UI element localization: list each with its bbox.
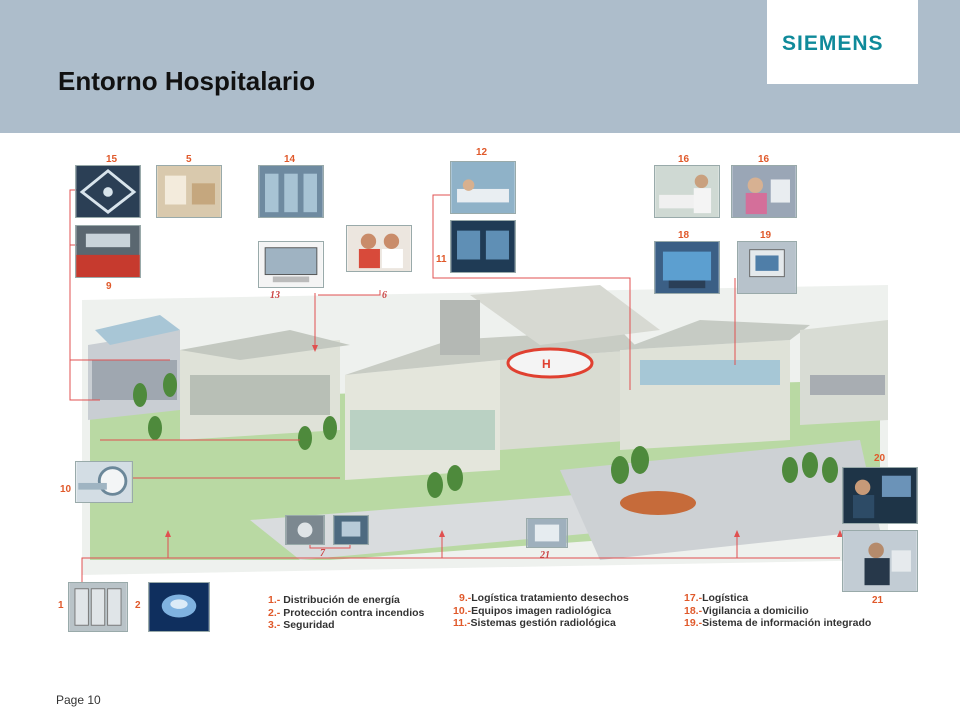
callout-6: 6 bbox=[382, 290, 387, 301]
legend-column-3: 17.-Logística 18.-Vigilancia a domicilio… bbox=[684, 592, 871, 630]
callout-15: 16 bbox=[678, 154, 690, 165]
thumb-logistics bbox=[654, 241, 720, 294]
legend-item: 10.-Equipos imagen radiológica bbox=[453, 604, 612, 617]
building-right bbox=[620, 320, 810, 450]
thumb-office-worker bbox=[842, 530, 918, 592]
thumb-energy-cabinet bbox=[68, 582, 128, 632]
flower-bed bbox=[620, 491, 696, 515]
thumb-room bbox=[156, 165, 222, 218]
thumb-patient-care bbox=[654, 165, 720, 218]
legend-item: 17.-Logística bbox=[684, 592, 749, 604]
helipad bbox=[506, 347, 594, 379]
callout-1: 1 bbox=[58, 600, 64, 611]
callout-14: 14 bbox=[284, 154, 296, 165]
callout-20: 21 bbox=[872, 595, 884, 606]
thumb-home-care bbox=[731, 165, 797, 218]
thumb-fire-detector bbox=[148, 582, 210, 632]
page-number: Page 10 bbox=[56, 693, 101, 707]
building-main: H bbox=[345, 285, 660, 480]
thumb-lobby bbox=[75, 225, 141, 278]
thumb-patient-bed bbox=[450, 161, 516, 214]
callout-16: 16 bbox=[758, 154, 770, 165]
callout-19: 20 bbox=[874, 453, 886, 464]
legend-item: 18.-Vigilancia a domicilio bbox=[684, 604, 809, 617]
thumb-terminal bbox=[258, 241, 324, 288]
thumb-access-control bbox=[333, 515, 369, 545]
callout-7: 7 bbox=[320, 548, 325, 559]
building-center-left bbox=[180, 330, 350, 440]
callout-17: 18 bbox=[678, 230, 690, 241]
page-title: Entorno Hospitalario bbox=[58, 66, 316, 96]
thumb-building-control bbox=[75, 165, 141, 218]
legend-column-1: 1.- Distribución de energía 2.- Protecci… bbox=[268, 594, 424, 632]
thumb-home-monitoring bbox=[737, 241, 797, 294]
building-left bbox=[88, 315, 180, 420]
trees bbox=[133, 373, 838, 498]
callout-12: 12 bbox=[476, 147, 488, 158]
arrow-heads bbox=[165, 345, 843, 537]
legend-column-2: 9.-Logística tratamiento desechos 10.-Eq… bbox=[453, 592, 629, 630]
legend-item: 2.- Protección contra incendios bbox=[268, 606, 425, 619]
legend-item: 3.- Seguridad bbox=[268, 619, 335, 631]
logo-panel bbox=[767, 0, 918, 84]
callout-5: 5 bbox=[186, 154, 192, 165]
callout-2: 2 bbox=[135, 600, 141, 611]
callout-8: 15 bbox=[106, 154, 118, 165]
legend-item: 9.-Logística tratamiento desechos bbox=[459, 592, 629, 604]
thumb-imaging-screens bbox=[450, 220, 516, 273]
siemens-logo: SIEMENS bbox=[782, 32, 884, 55]
legend-item: 11.-Sistemas gestión radiológica bbox=[453, 617, 616, 629]
thumb-staff bbox=[346, 225, 412, 272]
legend-item: 19.-Sistema de información integrado bbox=[684, 617, 872, 629]
callout-10: 10 bbox=[60, 484, 72, 495]
thumb-information-system bbox=[842, 467, 918, 524]
thumb-security-camera bbox=[285, 515, 325, 545]
callout-21: 21 bbox=[540, 550, 550, 561]
legend-item: 1.- Distribución de energía bbox=[268, 594, 400, 606]
svg-text:H: H bbox=[542, 357, 551, 371]
callout-11: 11 bbox=[436, 254, 447, 265]
callout-18: 19 bbox=[760, 230, 772, 241]
thumb-waste-logistics bbox=[526, 518, 568, 548]
callout-9: 9 bbox=[106, 281, 112, 292]
callout-13: 13 bbox=[270, 290, 280, 301]
thumb-server-room bbox=[258, 165, 324, 218]
thumb-mri-scanner bbox=[75, 461, 133, 503]
building-far-right bbox=[800, 320, 888, 425]
